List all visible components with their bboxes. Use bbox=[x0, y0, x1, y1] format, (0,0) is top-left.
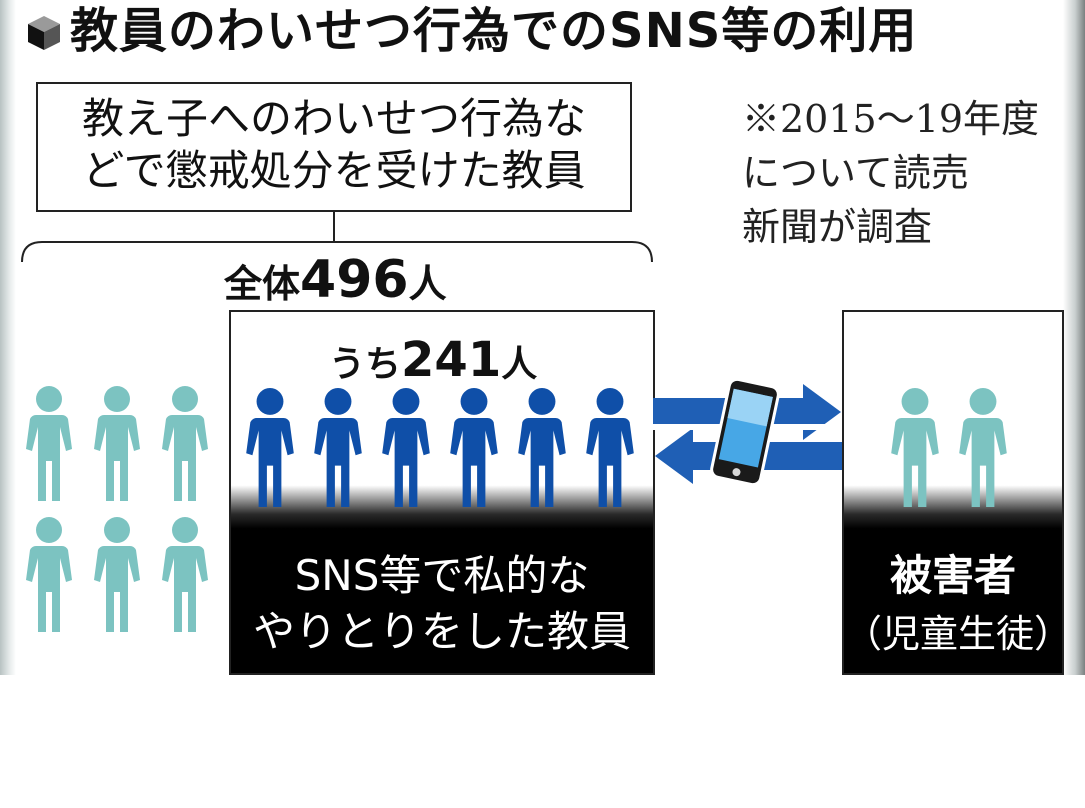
total-suffix: 人 bbox=[408, 262, 447, 306]
person-icon bbox=[891, 388, 939, 507]
sns-teacher-box: うち241人 SNS等で私的な やりとりをした教員 bbox=[229, 310, 655, 675]
person-icon bbox=[586, 388, 634, 507]
person-icon bbox=[94, 386, 140, 501]
person-icon bbox=[162, 386, 208, 501]
total-value: 496 bbox=[300, 250, 409, 310]
victim-sublabel: （児童生徒） bbox=[844, 612, 1073, 656]
criteria-line-1: 教え子へのわいせつ行為な bbox=[81, 94, 586, 143]
left-edge-shade bbox=[0, 0, 16, 675]
subset-suffix: 人 bbox=[501, 344, 538, 385]
criteria-box: 教え子へのわいせつ行為な どで懲戒処分を受けた教員 bbox=[36, 82, 632, 212]
person-icon bbox=[518, 388, 566, 507]
criteria-line-2: どで懲戒処分を受けた教員 bbox=[82, 146, 586, 195]
person-icon bbox=[26, 386, 72, 501]
person-icon bbox=[26, 517, 72, 632]
person-icon bbox=[382, 388, 430, 507]
person-icon bbox=[162, 517, 208, 632]
infographic: 教員のわいせつ行為でのSNS等の利用 教え子へのわいせつ行為な どで懲戒処分を受… bbox=[0, 0, 1085, 675]
sns-teacher-label: SNS等で私的な やりとりをした教員 bbox=[231, 548, 653, 660]
total-prefix: 全体 bbox=[224, 262, 301, 306]
person-icon bbox=[314, 388, 362, 507]
subset-value: 241 bbox=[401, 332, 502, 388]
sns-teacher-line-2: やりとりをした教員 bbox=[252, 607, 631, 656]
subset-prefix: うち bbox=[329, 344, 402, 385]
right-edge-shade bbox=[1063, 0, 1085, 675]
note-line-1: ※2015〜19年度 bbox=[742, 97, 1040, 141]
survey-note: ※2015〜19年度 について読売 新聞が調査 bbox=[742, 92, 1062, 254]
group-bracket bbox=[21, 212, 653, 263]
subset-count: うち241人 bbox=[329, 332, 537, 388]
person-icon bbox=[246, 388, 294, 507]
victim-box: 被害者 （児童生徒） bbox=[842, 310, 1073, 675]
person-icon bbox=[959, 388, 1007, 507]
note-line-3: 新聞が調査 bbox=[742, 205, 933, 249]
person-icon bbox=[94, 517, 140, 632]
person-icon bbox=[450, 388, 498, 507]
cube-icon bbox=[28, 16, 60, 50]
smartphone-icon bbox=[710, 377, 780, 487]
sns-teacher-line-1: SNS等で私的な bbox=[294, 551, 590, 600]
victim-label: 被害者 bbox=[889, 551, 1016, 600]
note-line-2: について読売 bbox=[742, 151, 969, 195]
total-count: 全体496人 bbox=[224, 250, 447, 310]
page-title: 教員のわいせつ行為でのSNS等の利用 bbox=[70, 3, 918, 59]
